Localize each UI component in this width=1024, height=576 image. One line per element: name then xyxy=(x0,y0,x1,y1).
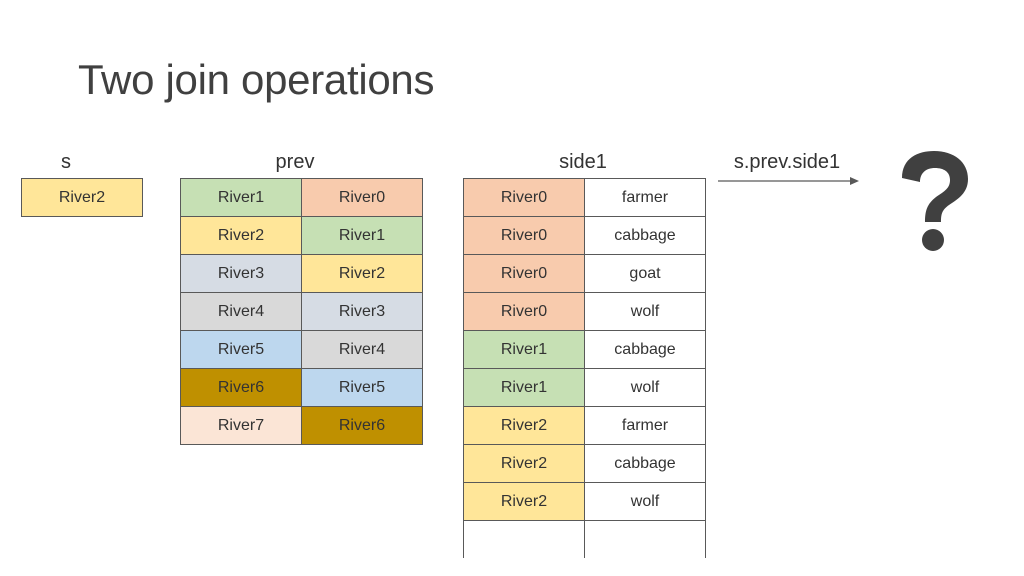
side1-cell: goat xyxy=(584,254,706,293)
prev-cell: River6 xyxy=(301,406,423,445)
s-cell: River2 xyxy=(21,178,143,217)
prev-cell: River5 xyxy=(180,330,302,369)
side1-cell: wolf xyxy=(584,368,706,407)
prev-cell: River1 xyxy=(180,178,302,217)
side1-cell: River0 xyxy=(463,254,585,293)
prev-cell: River6 xyxy=(180,368,302,407)
side1-cell: farmer xyxy=(584,178,706,217)
s-table: River2 xyxy=(21,178,143,217)
result-label: s.prev.side1 xyxy=(733,151,841,173)
side1-cell: cabbage xyxy=(584,330,706,369)
question-mark-icon xyxy=(902,151,968,251)
side1-label: side1 xyxy=(559,151,607,173)
side1-cell: River0 xyxy=(463,292,585,331)
side1-cell: River1 xyxy=(463,368,585,407)
prev-cell: River5 xyxy=(301,368,423,407)
side1-cell: River2 xyxy=(463,406,585,445)
side1-cell: wolf xyxy=(584,292,706,331)
side1-empty-cell xyxy=(584,520,706,558)
side1-cell: wolf xyxy=(584,482,706,521)
join-arrow-icon xyxy=(718,177,859,185)
side1-cell: River2 xyxy=(463,444,585,483)
s-row: River2 xyxy=(21,178,143,217)
side1-cell: farmer xyxy=(584,406,706,445)
prev-cell: River2 xyxy=(180,216,302,255)
prev-cell: River2 xyxy=(301,254,423,293)
prev-cell: River3 xyxy=(180,254,302,293)
side1-cell: River0 xyxy=(463,178,585,217)
prev-cell: River1 xyxy=(301,216,423,255)
prev-cell: River0 xyxy=(301,178,423,217)
s-label: s xyxy=(61,151,71,173)
slide-title: Two join operations xyxy=(78,56,435,103)
side1-empty-cell xyxy=(463,520,585,558)
side1-empty-row xyxy=(463,520,706,558)
side1-cell: River1 xyxy=(463,330,585,369)
prev-cell: River4 xyxy=(180,292,302,331)
prev-cell: River4 xyxy=(301,330,423,369)
side1-cell: cabbage xyxy=(584,444,706,483)
prev-cell: River7 xyxy=(180,406,302,445)
prev-cell: River3 xyxy=(301,292,423,331)
prev-label: prev xyxy=(275,151,315,173)
side1-cell: River2 xyxy=(463,482,585,521)
side1-cell: cabbage xyxy=(584,216,706,255)
side1-cell: River0 xyxy=(463,216,585,255)
